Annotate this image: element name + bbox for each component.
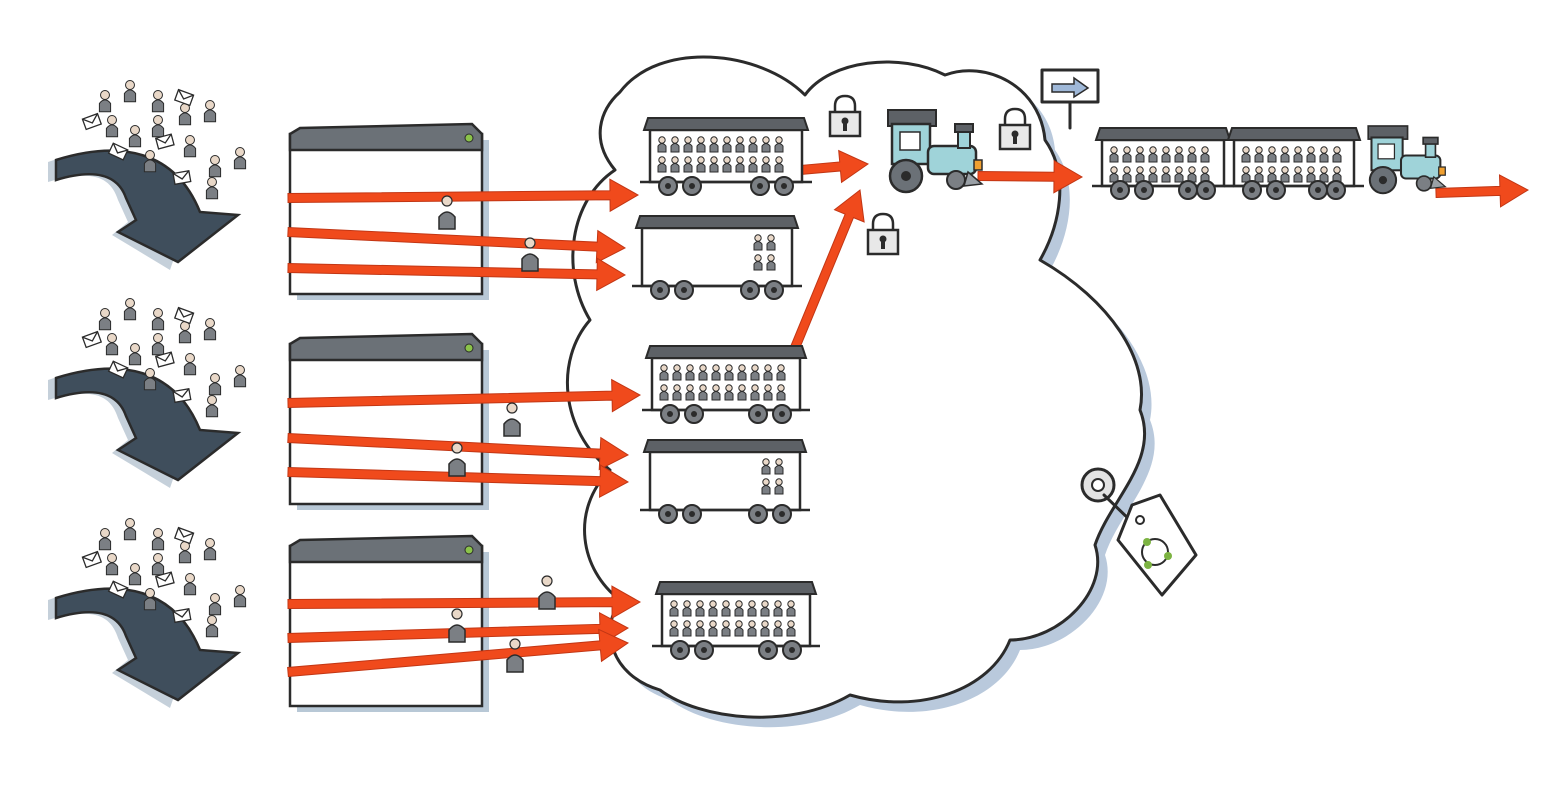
outbound-car-icon [1092, 127, 1234, 200]
padlock-icon [828, 94, 862, 138]
message-arrows [287, 149, 1530, 678]
outbound-train [1092, 125, 1447, 200]
red-arrow [287, 378, 642, 413]
price-tag-icon [1116, 493, 1198, 597]
red-arrow [287, 585, 642, 620]
outbound-car-icon [1224, 127, 1364, 200]
passenger-car-icon [640, 117, 812, 196]
red-arrow [287, 432, 630, 471]
crowd-group [48, 80, 247, 708]
locomotive-icon [1367, 125, 1447, 195]
red-arrow [287, 257, 627, 292]
message-person-icon [438, 195, 456, 230]
padlock-icon [998, 107, 1032, 151]
passenger-car-icon [652, 581, 820, 660]
red-arrow [787, 189, 865, 358]
passenger-car-icon [640, 439, 810, 524]
passenger-car-icon [632, 215, 802, 300]
red-arrow [977, 159, 1084, 194]
message-person-icon [448, 442, 466, 477]
padlock-icon [866, 212, 900, 256]
locomotive-icon [887, 109, 984, 194]
red-arrow [287, 464, 630, 499]
message-person-icon [538, 575, 556, 610]
cloud-cars [632, 117, 820, 660]
people-with-envelopes-icon [48, 518, 247, 708]
red-arrow [287, 628, 630, 678]
passenger-car-icon [642, 345, 810, 424]
signpost-arrow-icon [1040, 68, 1100, 130]
red-arrow [1435, 174, 1530, 208]
server-window-icon [288, 332, 489, 510]
people-with-envelopes-icon [48, 298, 247, 488]
red-arrow [287, 226, 627, 264]
key-icon [1080, 467, 1137, 527]
red-arrow [799, 149, 870, 184]
message-person-icon [506, 638, 524, 673]
people-with-envelopes-icon [48, 80, 247, 270]
message-person-icon [521, 237, 539, 272]
server-window-icon [288, 534, 489, 712]
server-group [288, 122, 489, 712]
lock-group [828, 94, 1032, 256]
red-arrow [287, 178, 640, 213]
locomotive-icon [887, 109, 984, 194]
message-person-icon [448, 608, 466, 643]
message-person-icon [503, 402, 521, 437]
